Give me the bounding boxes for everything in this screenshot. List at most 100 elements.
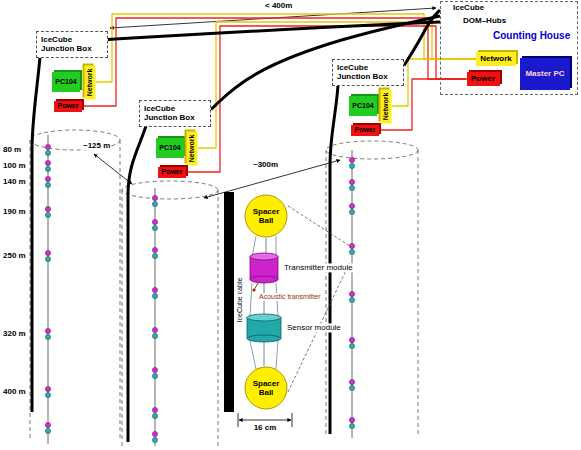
node-text: Master PC	[525, 69, 564, 78]
module-pair	[152, 195, 157, 206]
label-text: Acoustic transmitter	[258, 293, 321, 301]
module-pair	[45, 250, 50, 261]
signal-wire	[379, 79, 467, 130]
cylinder-top	[250, 253, 278, 260]
signal-wire	[264, 342, 265, 366]
junction-box: IceCube Junction Box	[332, 59, 404, 86]
string-cable	[128, 126, 146, 442]
module-pair	[152, 431, 157, 442]
module-pair	[349, 243, 354, 254]
node-text: Power	[471, 74, 495, 83]
label-text: 100 m	[2, 161, 27, 170]
label-text: IceCube	[452, 3, 485, 12]
spacer-ball-shape	[245, 195, 287, 237]
label-text: 320 m	[2, 329, 27, 338]
label-text: 140 m	[2, 177, 27, 186]
module-pair	[45, 144, 50, 155]
node-text: Network	[480, 54, 512, 63]
module-pair	[45, 386, 50, 397]
network-box: Network	[85, 65, 96, 99]
string-cable	[32, 57, 40, 412]
module-pair	[152, 287, 157, 298]
label-text: ~300m	[252, 160, 279, 169]
node-text: PC104	[159, 144, 180, 152]
dimension-line	[239, 420, 291, 421]
cylinder-outline	[30, 130, 120, 150]
network-box: Network	[381, 89, 392, 123]
power-box: Power	[158, 167, 186, 178]
cylinder-bottom	[250, 276, 278, 283]
node-text: Power	[57, 102, 78, 110]
cylinder-outline	[249, 253, 279, 283]
label-text: < 400m	[264, 1, 293, 10]
icecube-cable	[108, 22, 440, 40]
cylinder-top	[247, 314, 281, 321]
spacer-ball: Spacer Ball	[244, 194, 288, 238]
module-pair	[152, 407, 157, 418]
pc104-box: PC104	[156, 138, 184, 158]
signal-wire	[392, 59, 477, 106]
module-pair	[349, 291, 354, 302]
power-box: Power	[467, 72, 500, 86]
node-text: Transmitter module	[283, 263, 354, 272]
module-pair	[45, 160, 50, 171]
module-pair	[45, 328, 50, 339]
module-wire	[250, 341, 256, 369]
cylinder-outline	[246, 314, 282, 342]
pc104-box: PC104	[349, 96, 377, 116]
module-dots	[45, 144, 354, 442]
module-pair	[152, 219, 157, 230]
junction-box: IceCube Junction Box	[139, 100, 211, 127]
cylinder-outline	[122, 181, 218, 199]
module-pair	[349, 203, 354, 214]
network-box: Network	[476, 52, 516, 66]
cylinder-bottom	[247, 335, 281, 342]
dimension-tick	[292, 413, 293, 427]
label-text: 16 cm	[253, 423, 278, 432]
transmitter-module: Transmitter module	[249, 253, 279, 283]
signal-wire	[82, 18, 467, 106]
node-text: Spacer Ball	[248, 207, 284, 225]
label-text: DOM–Hubs	[462, 16, 507, 25]
node-text: Network	[188, 134, 196, 162]
node-text: PC104	[55, 78, 76, 86]
cylinder-outline	[122, 190, 123, 446]
dimension-tick	[238, 413, 239, 427]
master-pc: Master PC	[520, 58, 570, 90]
callout-line	[288, 206, 350, 246]
spacer-ball-shape	[245, 367, 287, 409]
module-wire	[276, 236, 277, 257]
module-pair	[45, 176, 50, 187]
module-pair	[349, 379, 354, 390]
node-text: Network	[86, 68, 94, 96]
module-pair	[349, 179, 354, 190]
module-wire	[250, 283, 252, 316]
signal-wire	[96, 14, 477, 82]
module-pair	[152, 327, 157, 338]
module-pair	[45, 206, 50, 217]
string-cylinders	[30, 130, 418, 446]
cylinder-outline	[218, 190, 219, 446]
module-pair	[349, 417, 354, 428]
node-text: Sensor module	[286, 323, 342, 332]
label-text: 400 m	[2, 387, 27, 396]
module-pair	[349, 157, 354, 168]
signal-wire	[186, 26, 467, 172]
string-cable	[330, 85, 338, 434]
label-text: 190 m	[2, 207, 27, 216]
cylinder-outline	[30, 140, 31, 440]
node-text: Power	[354, 126, 375, 134]
node-text: PC104	[352, 102, 373, 110]
transducer	[252, 288, 255, 291]
module-pair	[45, 422, 50, 433]
node-text: Counting House	[493, 30, 570, 42]
node-text: Network	[382, 92, 390, 120]
spacer-ball: Spacer Ball	[244, 366, 288, 410]
module-pair	[152, 367, 157, 378]
node-text: Power	[161, 168, 182, 176]
inset-detail	[224, 192, 350, 412]
power-box: Power	[351, 125, 379, 136]
module-strings	[48, 135, 352, 446]
counting-house: Counting HouseNetworkPower Master PC	[440, 1, 578, 95]
